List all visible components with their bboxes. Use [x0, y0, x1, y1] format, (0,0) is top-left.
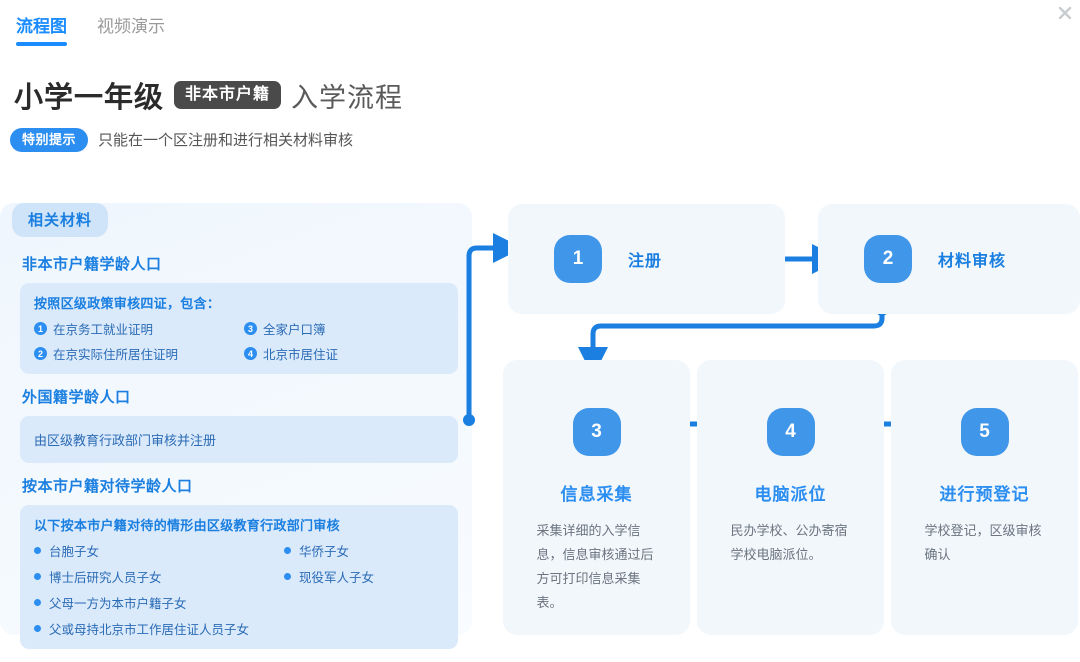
materials-box-line: 由区级教育行政部门审核并注册 [34, 433, 217, 448]
list-item-label: 现役军人子女 [299, 571, 375, 585]
step-title: 注册 [628, 253, 663, 270]
list-item: 博士后研究人员子女 [34, 567, 284, 586]
materials-heading-non-local: 非本市户籍学龄人口 [22, 256, 162, 273]
materials-bullet-grid: 台胞子女 华侨子女 博士后研究人员子女 现役军人子女 父母一方为本市户籍子女 [34, 541, 444, 638]
materials-panel: 相关材料 非本市户籍学龄人口 按照区级政策审核四证，包含： 1 在京务工就业证明… [0, 203, 472, 649]
number-badge: 4 [244, 347, 257, 360]
list-item-label: 北京市居住证 [263, 348, 339, 362]
bullet-icon [284, 547, 291, 554]
materials-box-foreign: 由区级教育行政部门审核并注册 [20, 416, 458, 463]
step-description: 采集详细的入学信息，信息审核通过后方可打印信息采集表。 [536, 523, 654, 611]
materials-numbered-grid: 1 在京务工就业证明 3 全家户口簿 2 在京实际住所居住证明 4 北京市居住证 [34, 319, 444, 363]
list-item: 华侨子女 [284, 541, 444, 560]
bullet-icon [34, 547, 41, 554]
list-item-label: 博士后研究人员子女 [49, 571, 162, 585]
list-item: 现役军人子女 [284, 567, 444, 586]
materials-box-four-certs: 按照区级政策审核四证，包含： 1 在京务工就业证明 3 全家户口簿 2 在京实际… [20, 283, 458, 374]
notice-text: 只能在一个区注册和进行相关材料审核 [98, 132, 354, 150]
flow-step-card-3[interactable]: 3 信息采集 采集详细的入学信息，信息审核通过后方可打印信息采集表。 [503, 360, 690, 635]
tab-flowchart[interactable]: 流程图 [16, 16, 67, 46]
materials-body: 非本市户籍学龄人口 按照区级政策审核四证，包含： 1 在京务工就业证明 3 全家… [20, 253, 458, 661]
list-item: 3 全家户口簿 [244, 319, 444, 338]
list-item: 2 在京实际住所居住证明 [34, 344, 244, 363]
tab-bar: 流程图 视频演示 [16, 16, 165, 46]
materials-panel-tab: 相关材料 [12, 203, 109, 237]
bullet-icon [34, 625, 41, 632]
notice-row: 特别提示 只能在一个区注册和进行相关材料审核 [10, 128, 353, 152]
list-item-label: 全家户口簿 [263, 323, 326, 337]
list-item: 父或母持北京市工作居住证人员子女 [34, 619, 284, 638]
list-item-label: 在京务工就业证明 [53, 323, 154, 337]
materials-box-title: 以下按本市户籍对待的情形由区级教育行政部门审核 [34, 518, 340, 533]
tab-video-demo-label: 视频演示 [97, 17, 165, 36]
notice-badge: 特别提示 [10, 128, 89, 152]
step-number-badge: 4 [766, 408, 815, 456]
tab-flowchart-label: 流程图 [16, 17, 67, 36]
step-number-badge: 1 [554, 235, 602, 283]
bullet-icon [34, 599, 41, 606]
step-number-badge: 2 [864, 235, 912, 283]
page-title-badge: 非本市户籍 [174, 81, 282, 109]
step-title: 电脑派位 [754, 485, 827, 504]
bullet-icon [284, 573, 291, 580]
flow-step-card-1[interactable]: 1 注册 [508, 204, 785, 314]
list-item-label: 华侨子女 [299, 545, 350, 559]
materials-heading-foreign: 外国籍学龄人口 [22, 389, 131, 406]
number-badge: 3 [244, 322, 257, 335]
page-title: 小学一年级 非本市户籍 入学流程 [14, 74, 403, 116]
step-description: 学校登记，区级审核确认 [924, 523, 1042, 563]
flow-step-card-2[interactable]: 2 材料审核 [818, 204, 1080, 314]
flow-step-card-4[interactable]: 4 电脑派位 民办学校、公办寄宿学校电脑派位。 [697, 360, 884, 635]
list-item: 4 北京市居住证 [244, 344, 444, 363]
materials-box-treated-local: 以下按本市户籍对待的情形由区级教育行政部门审核 台胞子女 华侨子女 博士后研究人… [20, 505, 458, 649]
materials-box-title: 按照区级政策审核四证，包含： [34, 296, 221, 311]
list-item-label: 父或母持北京市工作居住证人员子女 [49, 623, 250, 637]
number-badge: 1 [34, 322, 47, 335]
list-item: 父母一方为本市户籍子女 [34, 593, 284, 612]
tab-video-demo[interactable]: 视频演示 [97, 16, 165, 46]
list-item-label: 父母一方为本市户籍子女 [49, 597, 187, 611]
page-title-tail: 入学流程 [291, 82, 404, 113]
number-badge: 2 [34, 347, 47, 360]
materials-heading-treated-local: 按本市户籍对待学龄人口 [22, 478, 193, 495]
step-title: 进行预登记 [939, 485, 1030, 504]
step-title: 信息采集 [560, 485, 633, 504]
step-title: 材料审核 [938, 253, 1007, 270]
list-item-label: 台胞子女 [49, 545, 100, 559]
list-item: 台胞子女 [34, 541, 284, 560]
step-description: 民办学校、公办寄宿学校电脑派位。 [730, 523, 848, 563]
flow-step-card-5[interactable]: 5 进行预登记 学校登记，区级审核确认 [891, 360, 1078, 635]
bullet-icon [34, 573, 41, 580]
step-number-badge: 3 [572, 408, 621, 456]
list-item-label: 在京实际住所居住证明 [53, 348, 179, 362]
page-title-main: 小学一年级 [14, 82, 165, 114]
list-item: 1 在京务工就业证明 [34, 319, 244, 338]
step-number-badge: 5 [960, 408, 1009, 456]
close-icon[interactable] [1054, 2, 1076, 24]
